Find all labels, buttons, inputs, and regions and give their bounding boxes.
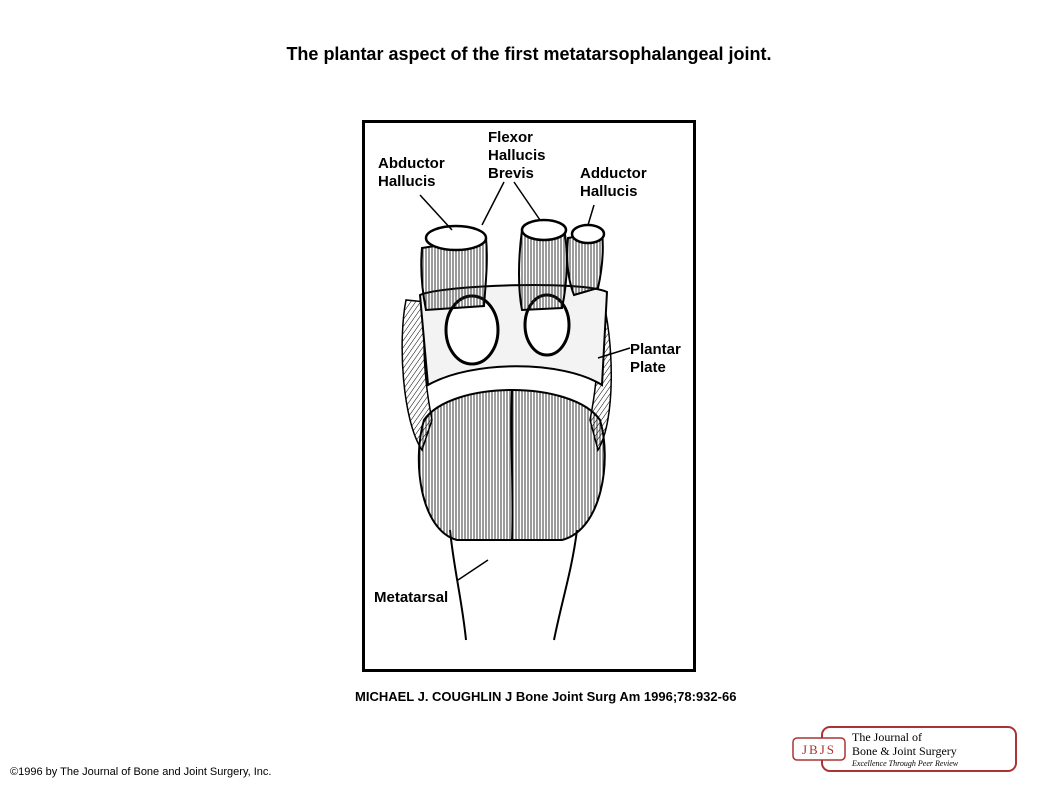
anatomy-illustration: Abductor Hallucis Flexor Hallucis Brevis… <box>362 120 696 672</box>
label-plantar-2: Plate <box>630 359 666 376</box>
label-abductor-2: Hallucis <box>378 173 436 190</box>
label-flexor-3: Brevis <box>488 165 534 182</box>
logo-line2: Bone & Joint Surgery <box>852 744 957 758</box>
label-flexor-1: Flexor <box>488 129 533 146</box>
citation: MICHAEL J. COUGHLIN J Bone Joint Surg Am… <box>355 689 737 704</box>
jbjs-logo: JBJS The Journal of Bone & Joint Surgery… <box>792 726 1018 772</box>
logo-abbrev: JBJS <box>802 742 836 757</box>
logo-line1: The Journal of <box>852 730 922 744</box>
label-plantar-1: Plantar <box>630 341 681 358</box>
label-metatarsal: Metatarsal <box>374 589 448 606</box>
label-abductor-1: Abductor <box>378 155 445 172</box>
label-flexor-2: Hallucis <box>488 147 546 164</box>
label-adductor-1: Adductor <box>580 165 647 182</box>
copyright: ©1996 by The Journal of Bone and Joint S… <box>10 766 272 778</box>
page-title: The plantar aspect of the first metatars… <box>286 44 772 64</box>
logo-tagline: Excellence Through Peer Review <box>851 759 959 768</box>
label-adductor-2: Hallucis <box>580 183 638 200</box>
